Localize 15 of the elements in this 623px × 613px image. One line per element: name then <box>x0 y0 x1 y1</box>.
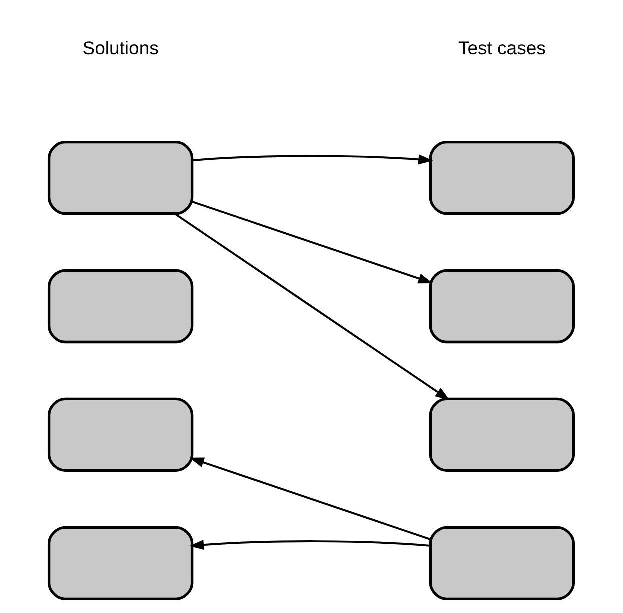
label: Test cases <box>458 37 546 58</box>
label: Solutions <box>82 37 159 58</box>
arrow <box>190 458 431 540</box>
node-box <box>429 140 576 216</box>
arrow <box>189 540 430 550</box>
node-box <box>48 398 194 472</box>
arrow <box>174 213 450 400</box>
arrow <box>192 200 434 284</box>
arrow <box>192 154 434 165</box>
node-box <box>48 140 194 216</box>
node-box <box>429 398 576 472</box>
node-box <box>48 269 194 344</box>
node-box <box>48 526 194 600</box>
node-box <box>429 526 576 600</box>
node-box <box>429 269 576 344</box>
